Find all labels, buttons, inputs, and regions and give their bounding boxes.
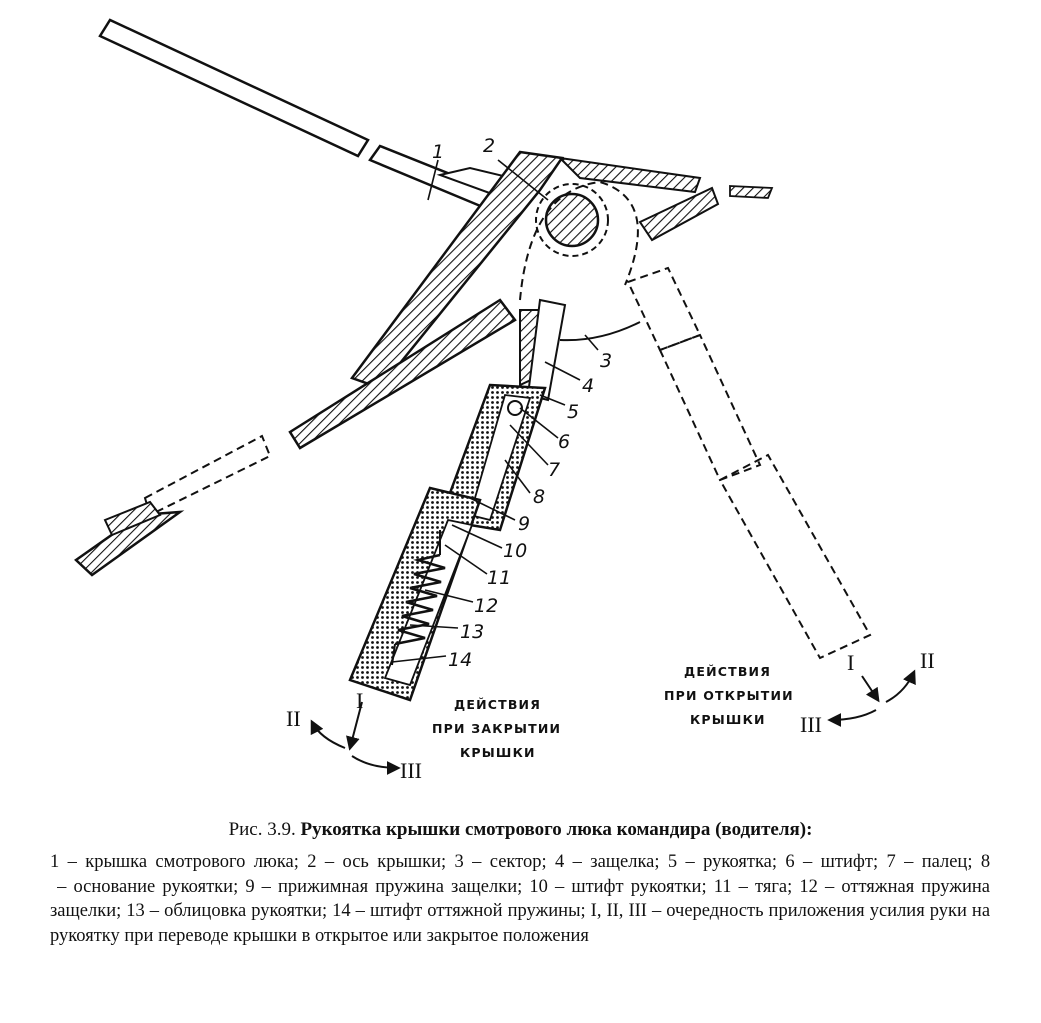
callout-14: 14: [448, 649, 472, 671]
callout-6: 6: [558, 431, 570, 453]
legend-key-7: 7: [886, 852, 896, 872]
callout-5: 5: [567, 401, 579, 423]
legend-key-4: 4: [555, 852, 565, 872]
legend-text-4: защелка: [590, 852, 655, 872]
callout-11: 11: [487, 567, 511, 589]
hatch-cover: [98, 18, 523, 212]
legend-text-9: прижимная пружина защелки: [278, 876, 518, 897]
legend-key-3: 3: [454, 852, 464, 872]
legend-text-8: основание рукоятки: [73, 876, 234, 897]
opening-label-line-3: КРЫШКИ: [690, 712, 766, 727]
legend-key-11: 11: [713, 876, 732, 897]
legend-key-13: 13: [126, 901, 145, 921]
sector-arc: [559, 321, 641, 342]
legend-text-3: сектор: [489, 852, 542, 872]
opening-actions: I II III ДЕЙСТВИЯ ПРИ ОТКРЫТИИ КРЫШКИ: [664, 648, 935, 737]
legend-text-1: крышка смотрового люка: [85, 852, 294, 872]
closing-stage-i: I: [356, 688, 363, 713]
diagram-figure: 1 2 3 4 5 6 7 8 9 10 11 12 13 14 I II II…: [74, 18, 935, 783]
legend-key-14: 14: [332, 901, 351, 921]
legend-text-14: штифт оттяжной пружины: [369, 901, 581, 921]
caption-title: Рукоятка крышки смотрового люка командир…: [300, 819, 813, 840]
legend-text-5: рукоятка: [703, 852, 772, 872]
legend-key-6: 6: [785, 852, 795, 872]
legend-text-11: тяга: [754, 876, 788, 897]
opening-label-line-2: ПРИ ОТКРЫТИИ: [664, 688, 794, 703]
callout-3: 3: [600, 350, 612, 372]
callout-2: 2: [483, 135, 495, 157]
handle-closed-position: [348, 298, 567, 702]
legend-text-7: палец: [921, 852, 968, 872]
leader-lines: [391, 159, 599, 663]
closing-label-line-1: ДЕЙСТВИЯ: [454, 697, 541, 712]
closing-stage-ii: II: [286, 706, 301, 731]
callout-4: 4: [582, 375, 594, 397]
callout-1: 1: [432, 141, 444, 163]
callout-9: 9: [518, 513, 530, 535]
callout-8: 8: [533, 486, 545, 508]
legend-text-12: оттяжная пружина защелки: [50, 876, 991, 922]
closing-actions: I II III ДЕЙСТВИЯ ПРИ ЗАКРЫТИИ КРЫШКИ: [286, 688, 561, 783]
hull-plate: [74, 298, 517, 577]
legend-key-1: 1: [50, 852, 60, 872]
legend-key-5: 5: [667, 852, 678, 872]
legend-key-9: 9: [245, 876, 255, 897]
figure-legend: 1 – крышка смотрового люка; 2 – ось крыш…: [50, 852, 991, 946]
callout-13: 13: [460, 621, 484, 643]
hinge-bracket: [349, 150, 774, 390]
callout-labels: 1 2 3 4 5 6 7 8 9 10 11 12 13 14: [432, 135, 612, 671]
legend-text-2: ось крышки: [342, 852, 442, 872]
handle-open-position: [519, 180, 872, 660]
callout-10: 10: [503, 540, 527, 562]
legend-key-stages: I, II, III: [590, 901, 647, 921]
closing-label-line-3: КРЫШКИ: [460, 745, 536, 760]
caption-prefix: Рис. 3.9.: [228, 819, 296, 840]
opening-stage-iii: III: [800, 712, 822, 737]
closing-label-line-2: ПРИ ЗАКРЫТИИ: [432, 721, 561, 736]
legend-key-8: 8: [980, 852, 991, 872]
legend-text-stages: очередность приложения усилия руки на ру…: [50, 901, 991, 946]
legend-text-6: штифт: [820, 852, 873, 872]
figure-caption: Рис. 3.9. Рукоятка крышки смотрового люк…: [0, 818, 1041, 842]
callout-12: 12: [474, 595, 498, 617]
opening-stage-i: I: [847, 650, 854, 675]
opening-stage-ii: II: [920, 648, 935, 673]
legend-key-10: 10: [529, 876, 548, 897]
opening-label-line-1: ДЕЙСТВИЯ: [684, 664, 771, 679]
legend-text-13: облицовка рукоятки: [164, 901, 322, 921]
hinge-axis: [535, 183, 609, 257]
callout-7: 7: [548, 459, 560, 481]
closing-stage-iii: III: [400, 758, 422, 783]
legend-text-10: штифт рукоятки: [571, 876, 702, 897]
legend-key-2: 2: [307, 852, 317, 872]
legend-key-12: 12: [799, 876, 818, 897]
